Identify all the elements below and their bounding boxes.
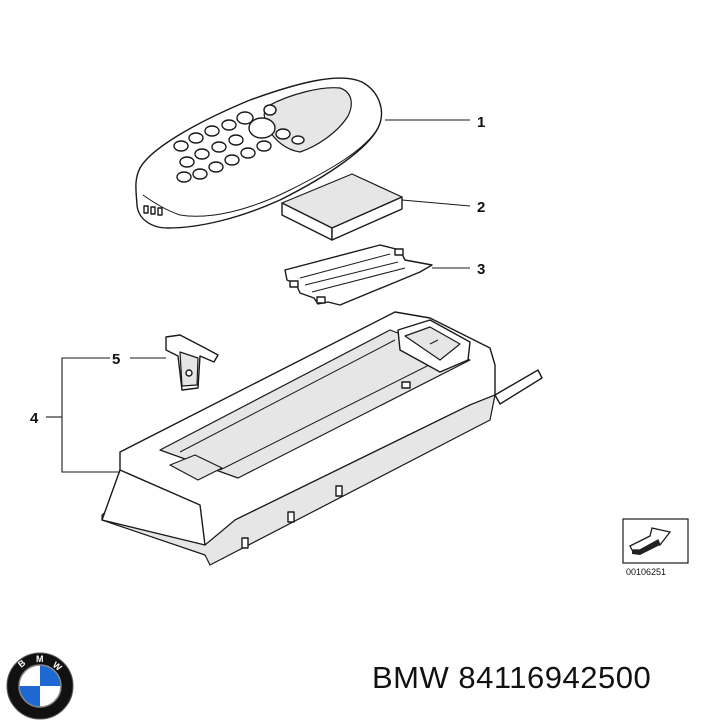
logo-letter-m: M xyxy=(36,654,44,664)
callout-2: 2 xyxy=(477,199,485,216)
bracket-part xyxy=(284,244,433,306)
cradle-part xyxy=(101,311,543,566)
callout-1: 1 xyxy=(477,114,485,131)
part-number: 84116942500 xyxy=(458,660,652,695)
callout-4: 4 xyxy=(30,410,39,427)
part-caption: BMW 84116942500 xyxy=(372,660,651,696)
bmw-logo: B M W xyxy=(6,652,74,720)
diagram-reference-box: 00106251 xyxy=(622,518,689,577)
callout-3: 3 xyxy=(477,261,485,278)
keypad-buttons xyxy=(173,104,305,183)
brand-name: BMW xyxy=(372,660,450,695)
diagram-ref-number: 00106251 xyxy=(626,567,666,577)
leader-lines xyxy=(46,119,471,473)
callout-5: 5 xyxy=(112,351,120,368)
clip-part xyxy=(165,334,219,391)
handset-part xyxy=(135,77,383,229)
logo-letter-b: B xyxy=(16,657,28,669)
battery-part xyxy=(281,173,403,241)
